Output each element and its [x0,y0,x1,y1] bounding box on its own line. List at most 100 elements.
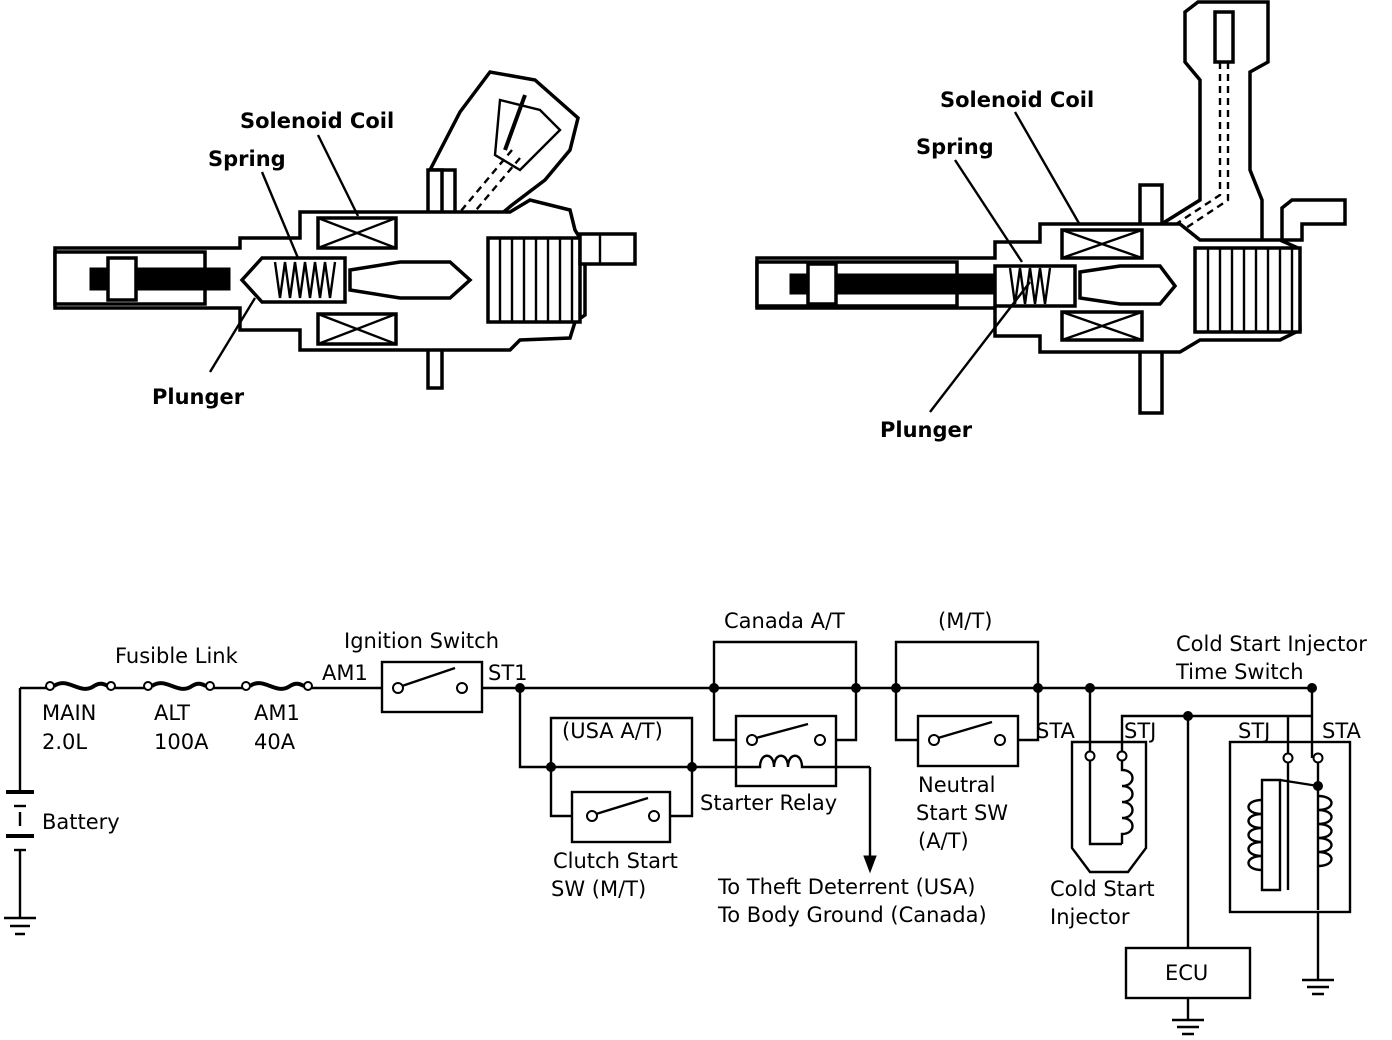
right-threads [1206,248,1294,332]
wire-st1-down [518,688,692,769]
left-spring [273,261,337,299]
fuse-am1-terminal-b [303,681,313,691]
right-threaded-end [1193,246,1302,334]
clutch-sw-wires [549,767,694,818]
theft-arrow-icon [863,855,877,874]
fuse-main-terminal-b [106,681,116,691]
stj-right-label: STJ [1238,719,1270,743]
right-spring [1008,267,1052,305]
csi-label-2: Injector [1050,905,1130,929]
fuse-alt-link [150,681,207,691]
left-inlet-fitting [578,232,637,266]
stj-left-label: STJ [1124,719,1156,743]
neutral-contact-b [994,734,1006,746]
right-coil-cross-top [1061,228,1143,260]
battery-label: Battery [42,810,120,834]
fuse-main-link [52,681,109,691]
right-leader-coil [1013,111,1082,226]
theft-label-1: To Theft Deterrent (USA) [717,875,975,899]
clutch-sw-label-2: SW (M/T) [551,877,646,901]
left-internal-wire-2 [454,157,521,236]
time-switch-label-1: Cold Start Injector [1176,632,1367,656]
left-connector-housing [427,70,580,217]
injector-right: Solenoid Coil Spring Plunger [755,0,1347,442]
fuse-am1-rating: 40A [254,730,296,754]
right-internal-wire-2 [1164,62,1230,243]
left-leader-coil [316,134,360,217]
neutral-label-1: Neutral [918,773,996,797]
left-plunger-label: Plunger [152,385,245,409]
ts-heater-coil-2 [1317,794,1333,868]
right-spring-label: Spring [916,135,994,159]
csi-coil [1120,760,1134,844]
left-leader-spring [260,171,300,259]
clutch-sw-label-1: Clutch Start [553,849,678,873]
relay-contact-a [746,734,758,746]
fuse-alt-rating: 100A [154,730,209,754]
relay-blade [755,722,809,740]
node-sta-right [1307,683,1317,693]
neutral-sw-wires [894,688,1040,742]
right-filter [806,262,838,306]
neutral-contact-a [928,734,940,746]
clutch-contact-a [586,810,598,822]
right-inlet-fitting [1280,198,1347,242]
left-connector-pin [503,94,527,151]
ecu-ground-icon [1172,1018,1204,1036]
fuse-alt-terminal-b [205,681,215,691]
time-switch-box [1228,740,1352,914]
starter-relay-label: Starter Relay [700,791,837,815]
relay-wire-right [836,688,858,742]
injector-left: Solenoid Coil Spring Plunger [53,70,637,409]
cold-start-injector-body [1070,740,1148,874]
relay-coil [692,754,870,769]
right-leader-plunger [929,281,1031,413]
csi-terminal-sta [1084,750,1096,762]
usa-at-label: (USA A/T) [562,719,663,743]
canada-at-jumper [712,640,858,688]
csi-terminal-stj [1116,750,1128,762]
left-connector-pin-slot [493,98,562,172]
neutral-blade [937,720,993,740]
clutch-contact-b [648,810,660,822]
sta-right-label: STA [1322,719,1362,743]
csi-internal-wire [1088,760,1122,846]
fuse-am1-name: AM1 [254,701,300,725]
neutral-label-2: Start SW [916,801,1008,825]
right-connector-housing [1158,0,1270,252]
fuse-alt-terminal-a [143,681,153,691]
battery-ground-icon [4,916,36,936]
am1-terminal-label: AM1 [322,661,368,685]
relay-wire-left [712,688,736,742]
ts-heater-coil-1 [1247,798,1263,872]
left-threaded-end [486,236,582,324]
right-coil-cross-bottom [1061,310,1143,342]
fuse-am1-terminal-a [241,681,251,691]
theft-label-2: To Body Ground (Canada) [717,903,987,927]
ts-terminal-sta [1312,752,1324,764]
sta-left-label: STA [1036,719,1076,743]
mt-jumper [894,640,1040,688]
wire-stj-bus [1120,714,1312,752]
fuse-main-rating: 2.0L [42,730,87,754]
ignition-blade [401,666,456,688]
ts-terminal-stj [1282,752,1294,764]
usa-at-jumper [549,716,694,767]
fusible-link-label: Fusible Link [115,644,239,668]
left-spring-label: Spring [208,147,286,171]
left-solenoid-coil-label: Solenoid Coil [240,109,394,133]
fuse-alt-name: ALT [154,701,190,725]
neutral-start-sw-box [916,714,1020,768]
left-filter [106,256,138,302]
clutch-start-sw-box [570,790,672,844]
ts-bimetal [1260,778,1282,892]
ignition-contact-b [456,682,468,694]
fuse-main-name: MAIN [42,701,96,725]
ignition-contact-a [392,682,404,694]
ts-ground-icon [1302,978,1334,996]
neutral-label-3: (A/T) [918,829,969,853]
starter-relay-box [734,714,838,788]
ts-contact [1279,778,1319,788]
